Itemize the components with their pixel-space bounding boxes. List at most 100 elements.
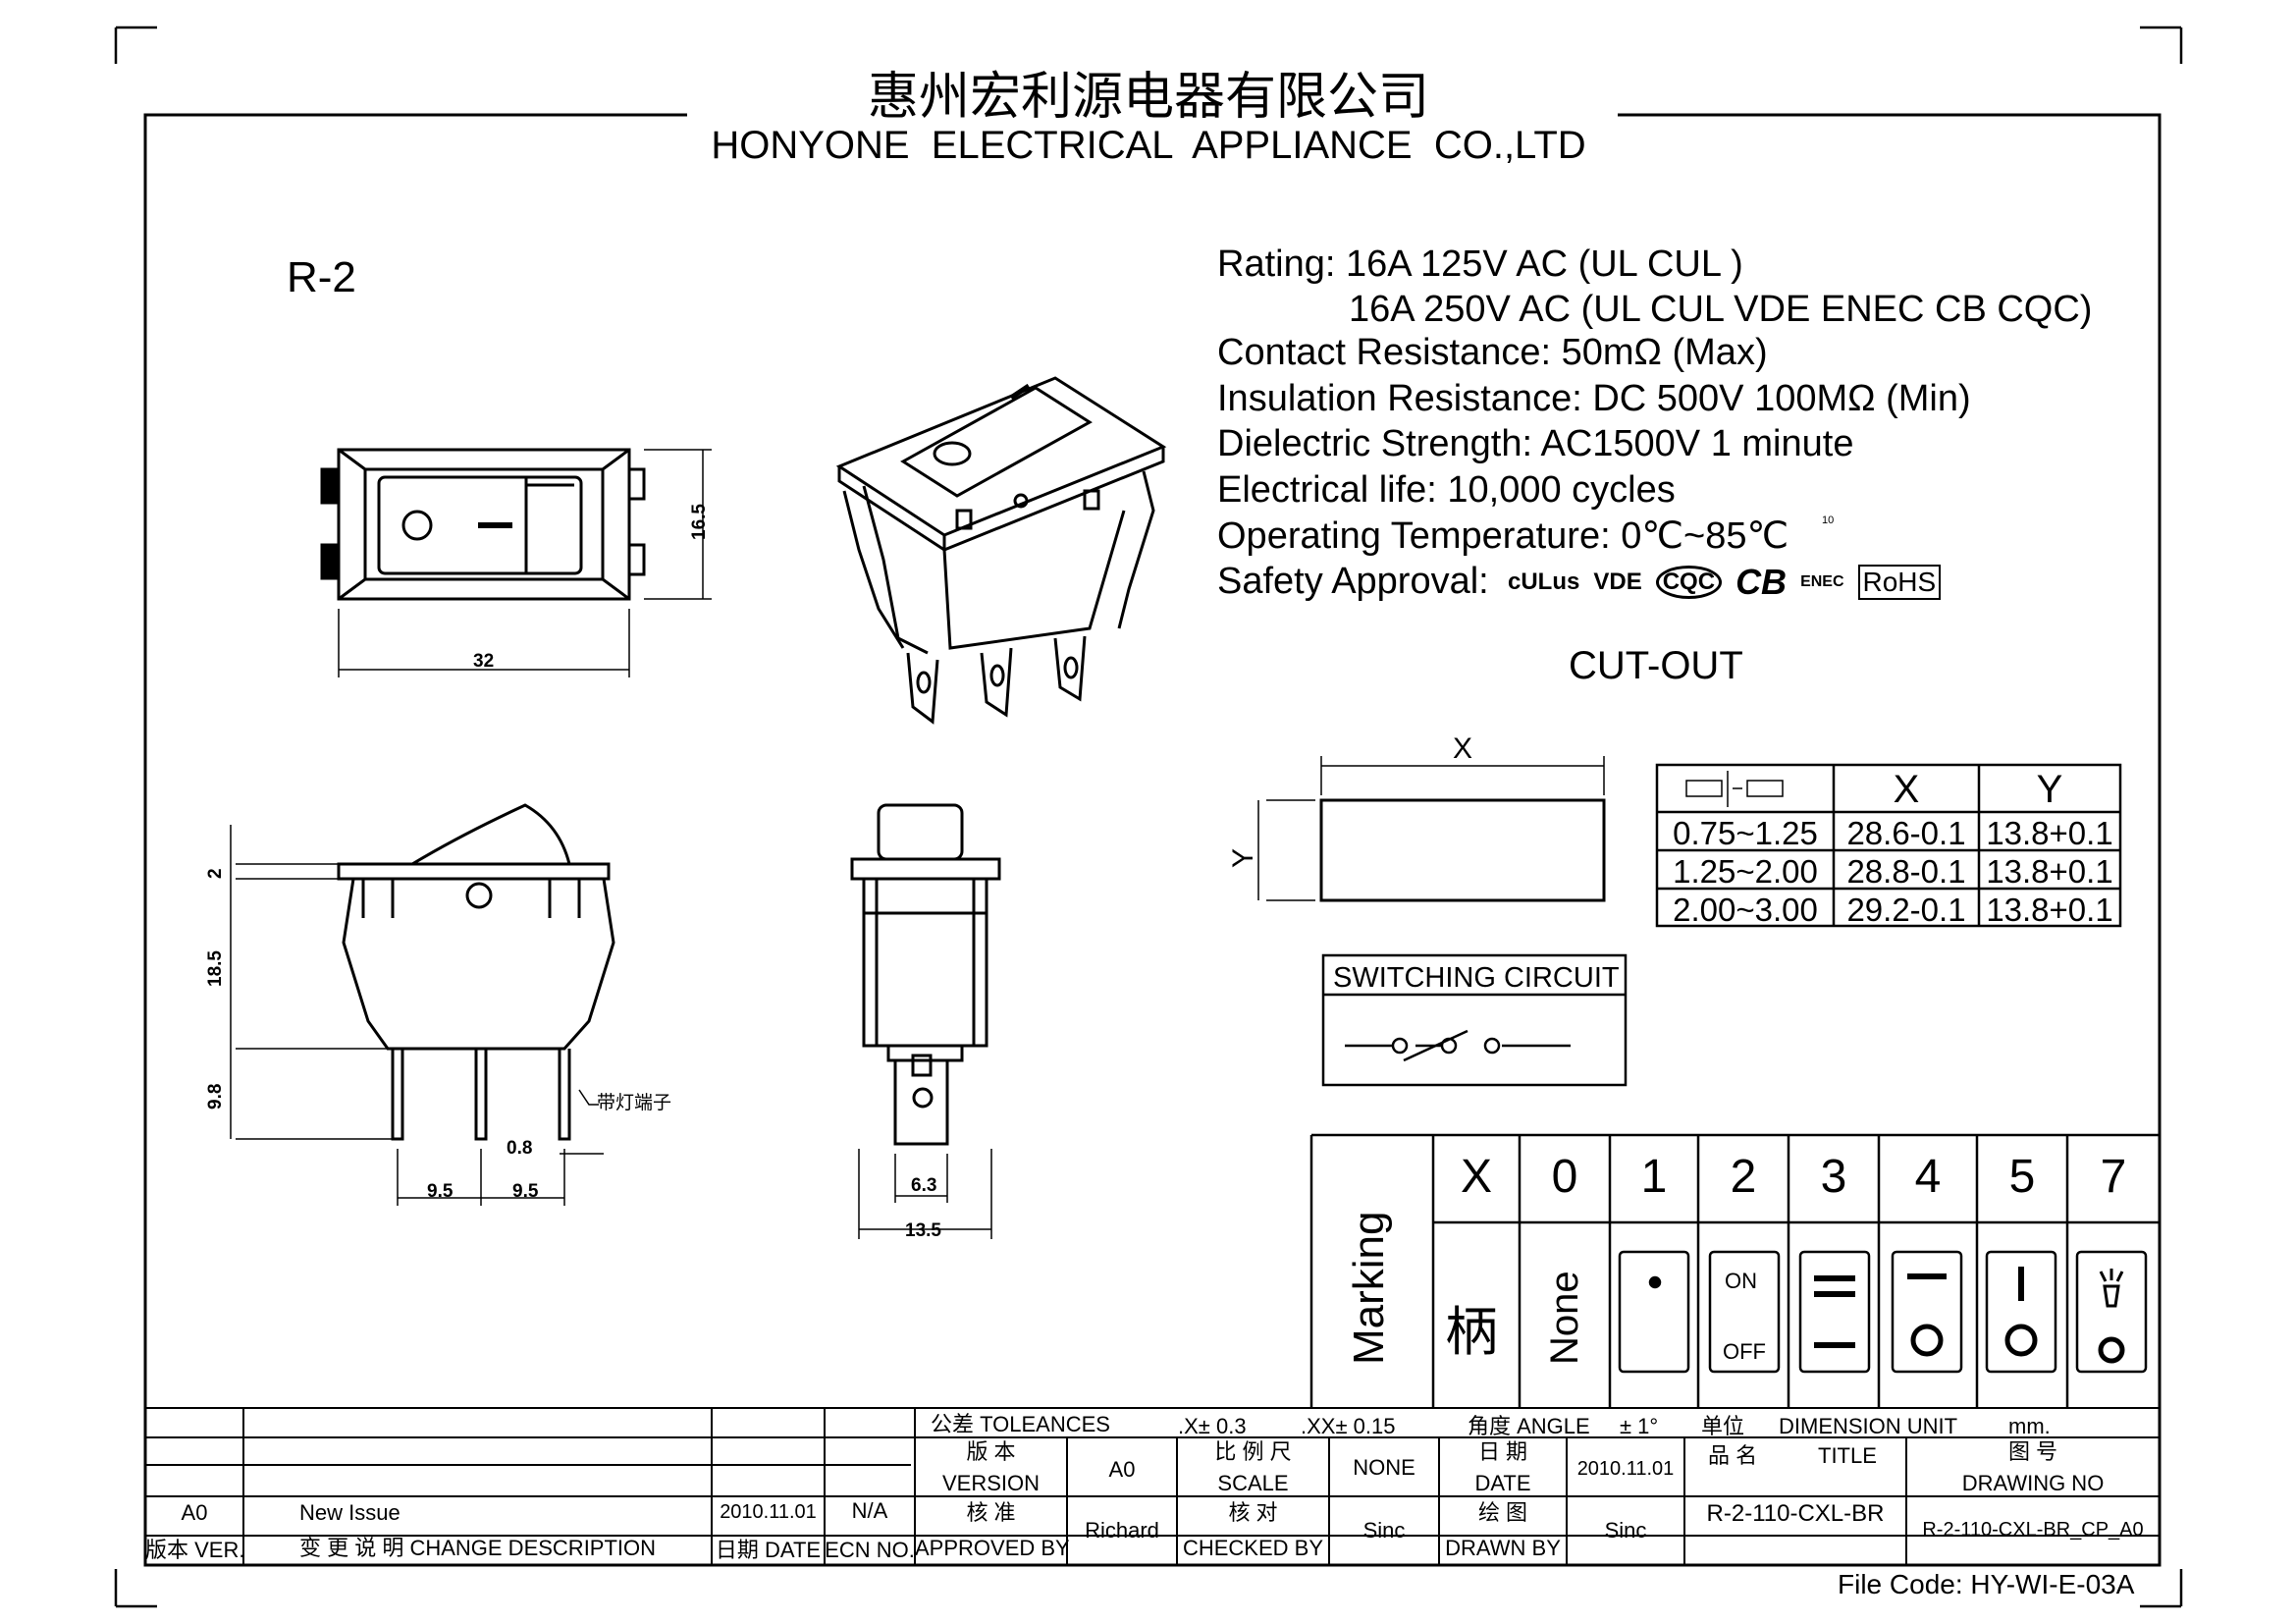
tb-unit-cn: 单位	[1701, 1414, 1745, 1438]
marking-x-symbol: 柄	[1445, 1301, 1498, 1363]
dim-width-top: 32	[473, 651, 495, 672]
tb-angle-val: ± 1°	[1620, 1414, 1659, 1438]
tb-ecn-label: ECN NO.	[825, 1538, 915, 1562]
tb-version-val: A0	[1108, 1457, 1136, 1482]
ul-mark-icon: cULus	[1508, 568, 1580, 595]
marking-off: OFF	[1723, 1339, 1766, 1364]
marking-col-2: 2	[1730, 1151, 1757, 1203]
cutout-header-y: Y	[2036, 768, 2063, 811]
lamp-terminal-label: 带灯端子	[597, 1092, 672, 1113]
corner-mark-tr	[2140, 26, 2183, 64]
enec-mark-icon: ENEC	[1800, 573, 1844, 590]
dim-9-8: 9.8	[205, 1083, 226, 1110]
tb-rev-desc: New Issue	[299, 1500, 400, 1525]
marking-col-1: 1	[1640, 1151, 1668, 1203]
tb-drawn-cn: 绘 图	[1477, 1500, 1528, 1525]
marking-col-4: 4	[1914, 1151, 1942, 1203]
spec-dielectric-strength: Dielectric Strength: AC1500V 1 minute	[1217, 423, 1854, 464]
tb-change-desc: 变 更 说 明 CHANGE DESCRIPTION	[299, 1536, 657, 1560]
cutout-y-label: Y	[1227, 847, 1259, 868]
tb-title-val: R-2-110-CXL-BR	[1706, 1500, 1885, 1527]
marking-grid	[1309, 1133, 2160, 1408]
spec-operating-temperature: Operating Temperature: 0℃~85℃	[1217, 515, 1789, 557]
tb-date-val: 2010.11.01	[1576, 1458, 1675, 1480]
tb-date-en: DATE	[1474, 1471, 1531, 1495]
tb-version-en: VERSION	[941, 1471, 1041, 1495]
tb-drawing-en: DRAWING NO	[1961, 1471, 2105, 1495]
rohs-mark-icon: RoHS	[1857, 565, 1942, 600]
dim-13-5: 13.5	[905, 1220, 941, 1241]
tb-checked-en: CHECKED BY	[1182, 1536, 1324, 1560]
spec-safety-approval: Safety Approval:	[1217, 561, 1489, 602]
company-name-cn: 惠州宏利源电器有限公司	[867, 68, 1429, 127]
tb-approved-en: APPROVED BY	[915, 1536, 1070, 1560]
tb-date-cn: 日 期	[1477, 1439, 1528, 1464]
cutout-cell: 13.8+0.1	[1986, 815, 2113, 851]
marking-col-x: X	[1460, 1151, 1492, 1203]
switching-circuit-title: SWITCHING CIRCUIT	[1333, 962, 1620, 994]
marking-col-7: 7	[2100, 1151, 2127, 1203]
dim-0-8: 0.8	[507, 1138, 533, 1159]
cqc-mark-icon: CQC	[1655, 566, 1723, 599]
cutout-cell: 29.2-0.1	[1846, 892, 1966, 928]
tb-ver-label: 版本 VER.	[145, 1538, 245, 1562]
file-code: File Code: HY-WI-E-03A	[1838, 1569, 2135, 1599]
marking-none: None	[1543, 1271, 1586, 1365]
cutout-cell: 28.8-0.1	[1846, 853, 1966, 890]
tb-name-cn: 品 名	[1708, 1443, 1758, 1468]
spec-electrical-life: Electrical life: 10,000 cycles	[1217, 469, 1676, 511]
approval-marks: cULus VDE CQC CB ENEC RoHS	[1508, 562, 1942, 603]
tb-checked-cn: 核 对	[1228, 1500, 1278, 1525]
tb-drawn-en: DRAWN BY	[1445, 1536, 1561, 1560]
dim-6-3: 6.3	[911, 1175, 937, 1196]
cutout-cell: 13.8+0.1	[1986, 853, 2113, 890]
spec-rating-1: Rating: 16A 125V AC (UL CUL )	[1217, 244, 1743, 285]
tb-angle: 角度 ANGLE	[1468, 1414, 1590, 1438]
tb-drawn-val: Sinc	[1604, 1518, 1647, 1543]
tb-version-cn: 版 本	[966, 1439, 1016, 1464]
tb-drawing-cn: 图 号	[2007, 1439, 2058, 1464]
dim-height-top: 16.5	[689, 504, 710, 540]
side-view	[850, 803, 1001, 1239]
marking-col-0: 0	[1551, 1151, 1578, 1203]
company-name-en: HONYONE ELECTRICAL APPLIANCE CO.,LTD	[711, 124, 1586, 167]
tb-scale-val: NONE	[1353, 1455, 1415, 1480]
cutout-cell: 28.6-0.1	[1846, 815, 1966, 851]
cutout-cell: 13.8+0.1	[1986, 892, 2113, 928]
marking-on: ON	[1725, 1269, 1757, 1293]
tb-scale-cn: 比 例 尺	[1214, 1439, 1292, 1464]
tb-rev-ecn: N/A	[851, 1498, 888, 1523]
title-block-grid	[145, 1407, 2160, 1565]
tb-rev: A0	[181, 1500, 208, 1525]
tb-tol-xx: .XX± 0.15	[1301, 1414, 1396, 1438]
tb-unit-val: mm.	[2008, 1414, 2051, 1438]
tb-scale-en: SCALE	[1217, 1471, 1289, 1495]
drawing-border	[143, 113, 2162, 1567]
dim-9-5-left: 9.5	[427, 1181, 454, 1202]
marking-label: Marking	[1345, 1211, 1393, 1366]
spec-rating-2: 16A 250V AC (UL CUL VDE ENEC CB CQC)	[1349, 289, 2093, 330]
iso-view	[835, 376, 1167, 725]
tb-rev-date: 2010.11.01	[720, 1501, 817, 1523]
cutout-title: CUT-OUT	[1569, 644, 1743, 687]
cb-mark-icon: CB	[1735, 562, 1788, 602]
dim-2: 2	[205, 868, 226, 879]
cutout-x-label: X	[1453, 732, 1473, 765]
cutout-table: X Y 0.75~1.25 28.6-0.1 13.8+0.1 1.25~2.0…	[1657, 765, 2120, 926]
tb-dimension-unit: DIMENSION UNIT	[1779, 1414, 1958, 1438]
cutout-drawing	[1257, 756, 1606, 902]
spec-contact-resistance: Contact Resistance: 50mΩ (Max)	[1217, 332, 1768, 373]
model-number: R-2	[287, 253, 356, 301]
switching-circuit-box	[1321, 953, 1628, 1087]
tb-tolerances: 公差 TOLEANCES	[931, 1412, 1110, 1436]
top-view	[320, 448, 712, 677]
cutout-cell: 1.25~2.00	[1673, 853, 1818, 890]
spec-insulation-resistance: Insulation Resistance: DC 500V 100MΩ (Mi…	[1217, 378, 1971, 419]
cutout-header-x: X	[1893, 768, 1920, 811]
corner-mark-bl	[114, 1569, 157, 1608]
tb-checked-val: Sinc	[1362, 1518, 1406, 1543]
vde-mark-icon: VDE	[1593, 568, 1642, 595]
spec-temperature-note: 10	[1822, 514, 1835, 526]
marking-col-3: 3	[1820, 1151, 1847, 1203]
tb-approved-val: Richard	[1085, 1518, 1159, 1543]
